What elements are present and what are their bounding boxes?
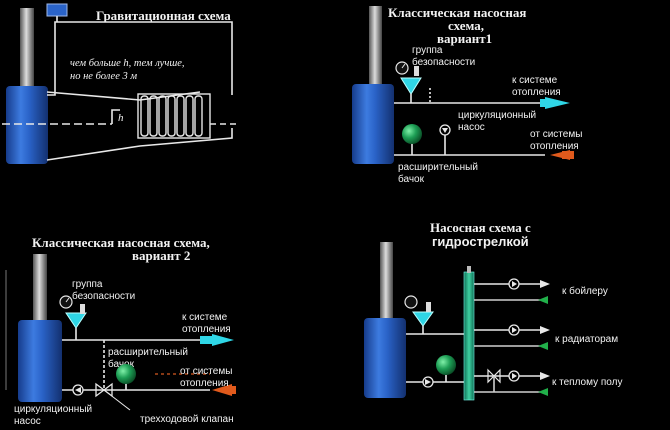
- panel3-title-line2: вариант 2: [132, 248, 190, 263]
- expansion-tank-icon: [402, 124, 422, 144]
- panel3-title-line1: Классическая насосная схема,: [32, 235, 210, 250]
- expansion-tank-icon-2: [116, 364, 136, 384]
- boiler-circuit-label: к бойлеру: [562, 285, 608, 297]
- panel4-title-line2: гидрострелкой: [432, 234, 529, 249]
- circuit-radiators: к радиаторам: [474, 324, 618, 350]
- floor-circuit-label: к теплому полу: [552, 377, 622, 388]
- gravity-supply-pipe: [47, 21, 233, 96]
- panel2-from-system-line2: отопления: [530, 141, 579, 152]
- panel2-safety-line1: группа: [412, 45, 443, 56]
- panel2-tank-line1: расширительный: [398, 162, 478, 173]
- gravity-note-line1: чем больше h, тем лучше,: [70, 58, 185, 69]
- panel2-to-system-line1: к системе: [512, 75, 558, 86]
- boiler4-chimney: [380, 242, 393, 322]
- h-bracket: [111, 109, 120, 124]
- safety-funnel-icon-3: [412, 311, 434, 327]
- panel1-title: Гравитационная схема: [96, 8, 231, 23]
- expansion-tank-icon-3: [436, 355, 456, 375]
- panel3-pump-line2: насос: [14, 416, 41, 427]
- panel2-title-line2: схема,: [448, 18, 484, 33]
- panel2-safety-line2: безопасности: [412, 56, 475, 68]
- h-label: h: [118, 112, 124, 124]
- panel2-to-system-line2: отопления: [512, 87, 561, 98]
- radiators-circuit-label: к радиаторам: [555, 334, 618, 345]
- hydraulic-separator: [463, 271, 475, 401]
- panel2-title-line3: вариант1: [437, 31, 492, 46]
- panel2-title-line1: Классическая насосная: [388, 5, 526, 20]
- panel-hydro-separator: Насосная схема с гидрострелкой к бойлеру: [364, 220, 622, 401]
- gravity-return-pipe: [46, 128, 233, 161]
- circuit-boiler: к бойлеру: [474, 278, 608, 304]
- panel2-pump-line2: насос: [458, 122, 485, 133]
- boiler2: [352, 84, 394, 164]
- panel2-pump-line1: циркуляционный: [458, 110, 536, 121]
- boiler4: [364, 318, 406, 398]
- panel3-tank-line1: расширительный: [108, 347, 188, 358]
- panel3-from-system-line2: отопления: [180, 378, 229, 389]
- panel3-to-system-line1: к системе: [182, 312, 228, 323]
- panel3-from-system-line1: от системы: [180, 366, 232, 377]
- panel3-to-system-line2: отопления: [182, 324, 231, 335]
- panel-pump-variant2: Классическая насосная схема, вариант 2 г…: [5, 235, 236, 427]
- panel-pump-variant1: Классическая насосная схема, вариант1 гр…: [352, 5, 582, 185]
- boiler1: [6, 86, 48, 164]
- radiator: [137, 93, 211, 139]
- floor-mixing-valve-icon: [487, 368, 501, 384]
- safety-funnel-icon: [400, 77, 422, 95]
- panel3-pump-line1: циркуляционный: [14, 404, 92, 415]
- supply-arrow-icon-2: [212, 334, 234, 346]
- panel4-title-line1: Насосная схема с: [430, 220, 531, 235]
- boiler1-chimney: [20, 8, 34, 90]
- panel3-safety-line2: безопасности: [72, 290, 135, 302]
- air-vent-icon: [414, 66, 419, 76]
- circuit-floor: к теплому полу: [474, 368, 622, 396]
- boiler3: [18, 320, 62, 402]
- panel2-tank-line2: бачок: [398, 173, 425, 185]
- panel-gravity: Гравитационная схема h: [2, 3, 240, 164]
- boiler3-chimney: [33, 254, 47, 324]
- expansion-tank-top: [46, 3, 68, 17]
- supply-arrow-icon: [545, 97, 570, 109]
- panel2-from-system-line1: от системы: [530, 129, 582, 140]
- boiler2-chimney: [369, 6, 382, 88]
- panel3-safety-line1: группа: [72, 279, 103, 290]
- gravity-note-line2: но не более 3 м: [70, 71, 137, 82]
- panel3-valve-label: трехходовой клапан: [140, 414, 234, 425]
- safety-funnel-icon-2: [65, 312, 87, 329]
